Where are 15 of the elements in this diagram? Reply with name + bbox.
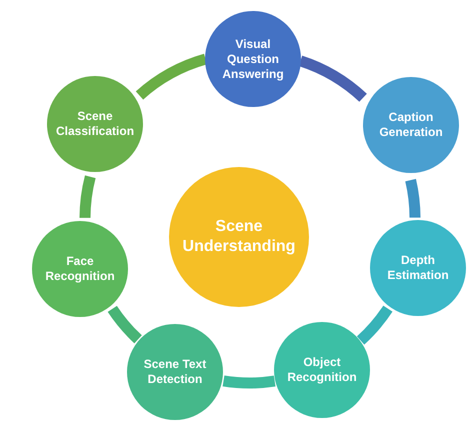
circle-label: Object Recognition — [286, 355, 358, 385]
circle-label: Visual Question Answering — [221, 36, 285, 82]
connector-arc — [356, 305, 392, 344]
connector-arc — [222, 375, 276, 388]
circle-label: Depth Estimation — [386, 253, 450, 283]
connector-arc — [80, 175, 96, 218]
connector-arc — [298, 56, 367, 102]
connector-arc — [405, 178, 420, 218]
circle-label: Caption Generation — [378, 110, 444, 140]
connector-arc — [108, 306, 142, 344]
circle-label: Scene Understanding — [182, 217, 296, 257]
circle-label: Face Recognition — [44, 254, 116, 284]
circle-label: Scene Classification — [55, 109, 136, 139]
circle-label: Scene Text Detection — [142, 357, 208, 387]
connector-arc — [136, 54, 208, 100]
